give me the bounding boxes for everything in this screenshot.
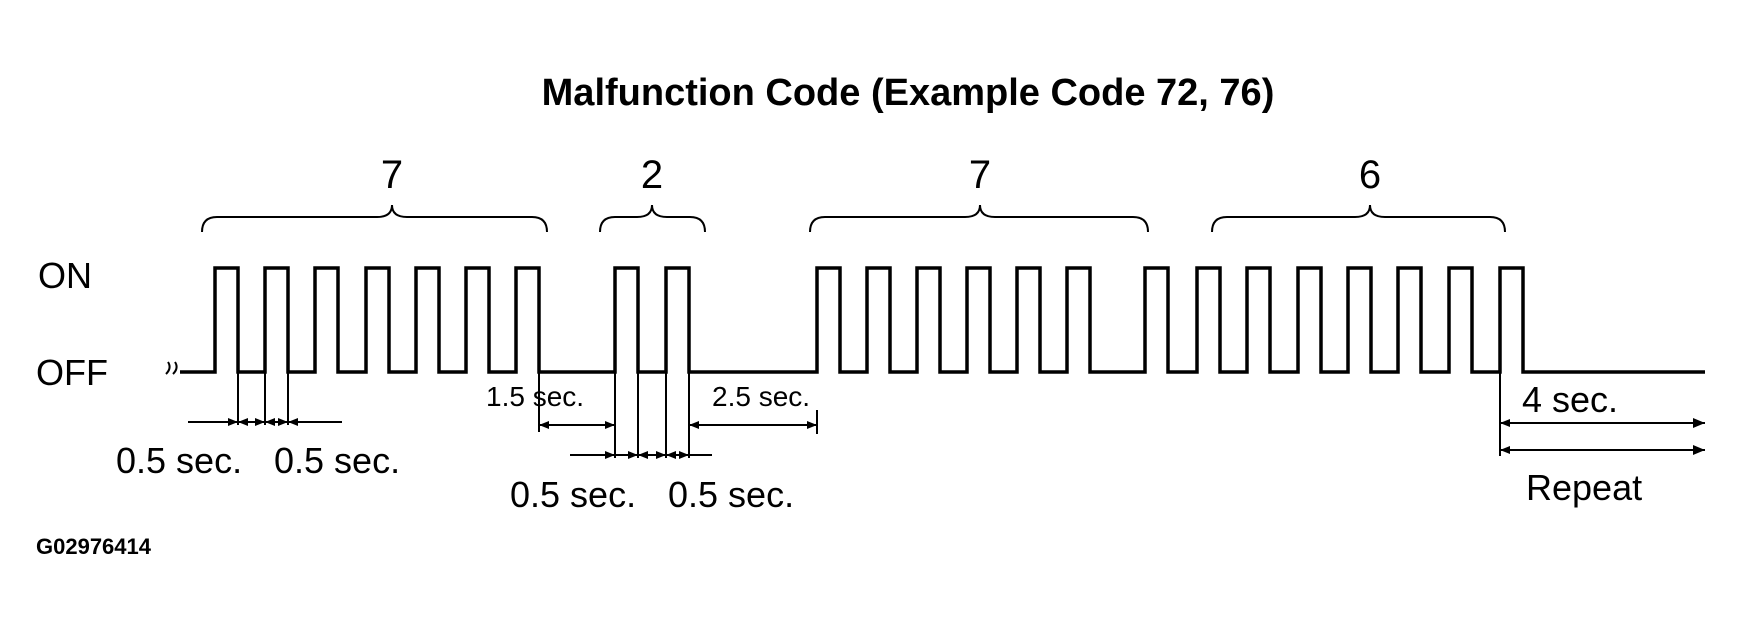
end-gap-label: 4 sec. <box>1522 379 1618 420</box>
brace-digit-2 <box>599 204 706 233</box>
digit-gap-label: 1.5 sec. <box>486 381 584 412</box>
pulse-on-label-2: 0.5 sec. <box>510 474 636 515</box>
repeat-label: Repeat <box>1526 467 1642 508</box>
repeat-marker <box>1500 445 1705 455</box>
digit-label-1: 7 <box>381 153 403 197</box>
pulse-on-label-1: 0.5 sec. <box>116 440 242 481</box>
digit-label-4: 6 <box>1359 153 1381 197</box>
end-gap-marker <box>1499 372 1705 456</box>
timing-marker-2 <box>570 372 712 459</box>
pulse-off-label-2: 0.5 sec. <box>668 474 794 515</box>
on-label: ON <box>38 255 92 296</box>
brace-digit-1 <box>201 204 548 233</box>
timing-marker-1 <box>188 372 342 426</box>
off-label: OFF <box>36 352 108 393</box>
figure-id: G02976414 <box>36 534 152 559</box>
code-gap-label: 2.5 sec. <box>712 381 810 412</box>
pulse-off-label-1: 0.5 sec. <box>274 440 400 481</box>
break-mark <box>165 361 178 375</box>
diagram-title: Malfunction Code (Example Code 72, 76) <box>542 72 1275 114</box>
digit-gap-marker <box>538 372 616 458</box>
digit-label-2: 2 <box>641 153 663 197</box>
brace-digit-4 <box>1211 204 1506 233</box>
digit-label-3: 7 <box>969 153 991 197</box>
code-gap-marker <box>689 410 818 434</box>
brace-digit-3 <box>809 204 1149 233</box>
signal-waveform <box>180 266 1705 374</box>
